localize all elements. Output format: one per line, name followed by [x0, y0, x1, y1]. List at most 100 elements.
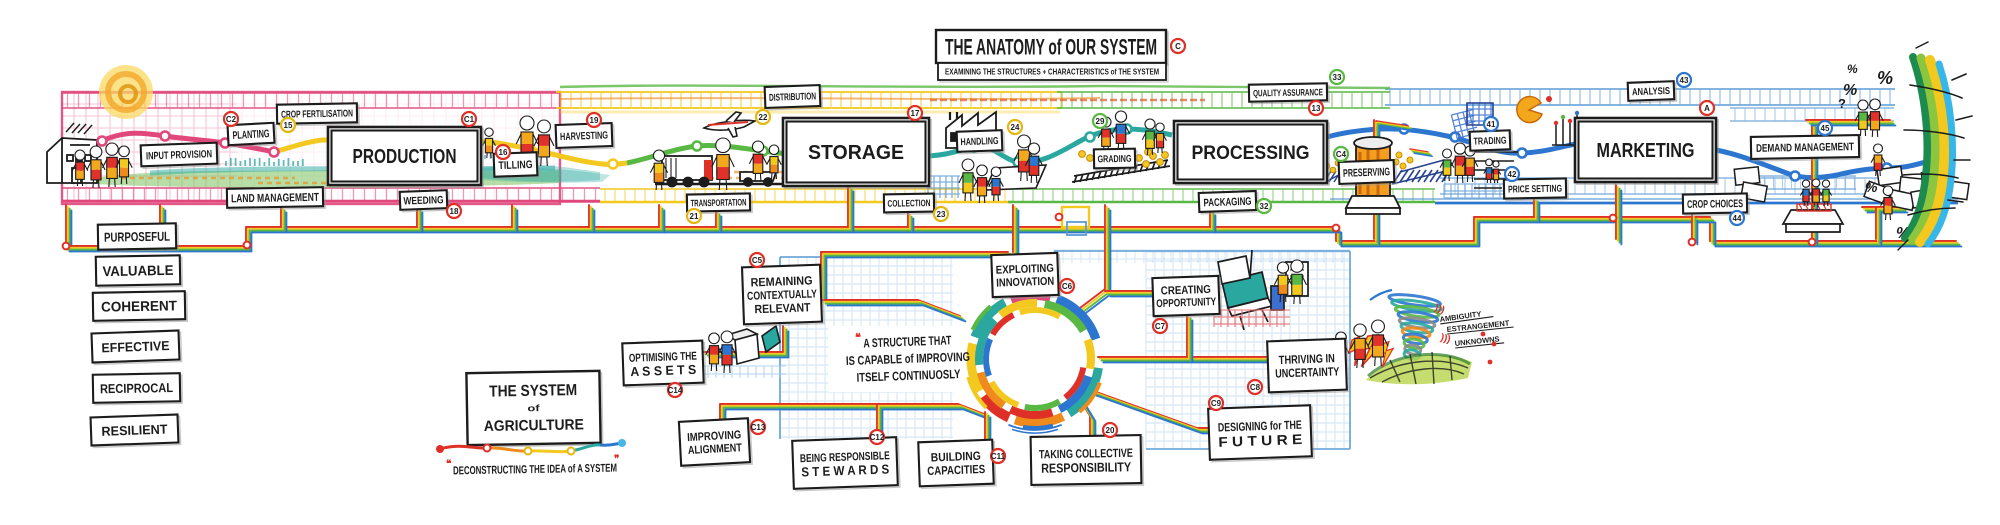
svg-text:C2: C2 — [226, 115, 237, 124]
svg-text:WEEDING: WEEDING — [403, 194, 443, 207]
svg-text:EFFECTIVE: EFFECTIVE — [101, 338, 170, 355]
svg-text:15: 15 — [284, 121, 293, 130]
svg-text:EXAMINING THE STRUCTURES + CHA: EXAMINING THE STRUCTURES + CHARACTERISTI… — [945, 67, 1159, 77]
svg-text:%: % — [1843, 82, 1857, 99]
svg-text:REMAINING: REMAINING — [750, 273, 812, 289]
svg-text:C: C — [1175, 42, 1181, 51]
svg-text:HARVESTING: HARVESTING — [560, 129, 608, 143]
svg-text:ITSELF CONTINUOSLY: ITSELF CONTINUOSLY — [856, 367, 961, 385]
svg-text:32: 32 — [1260, 202, 1269, 211]
svg-text:C11: C11 — [991, 452, 1006, 461]
svg-text:GRADING: GRADING — [1097, 154, 1131, 166]
svg-text:VALUABLE: VALUABLE — [102, 262, 173, 279]
svg-text:A: A — [1704, 104, 1710, 113]
svg-text:CAPACITIES: CAPACITIES — [927, 462, 985, 478]
svg-text:DISTRIBUTION: DISTRIBUTION — [769, 91, 816, 104]
svg-text:29: 29 — [1096, 117, 1105, 126]
svg-text:IS CAPABLE of IMPROVING: IS CAPABLE of IMPROVING — [846, 350, 970, 368]
svg-text:C12: C12 — [870, 433, 885, 442]
svg-text:RELEVANT: RELEVANT — [754, 300, 811, 316]
svg-text:20: 20 — [1106, 426, 1115, 435]
svg-text:C13: C13 — [751, 423, 766, 432]
svg-text:TRADING: TRADING — [1473, 136, 1507, 148]
svg-text:DEMAND MANAGEMENT: DEMAND MANAGEMENT — [1756, 141, 1854, 155]
svg-text:17: 17 — [911, 109, 920, 118]
svg-text:CREATING: CREATING — [1161, 284, 1211, 298]
svg-text:CONTEXTUALLY: CONTEXTUALLY — [747, 288, 818, 302]
svg-text:C1: C1 — [464, 115, 475, 124]
svg-text:18: 18 — [450, 207, 459, 216]
svg-text:RECIPROCAL: RECIPROCAL — [100, 380, 173, 396]
svg-text:PACKAGING: PACKAGING — [1203, 196, 1251, 210]
svg-text:16: 16 — [499, 148, 508, 157]
svg-text:RESILIENT: RESILIENT — [101, 422, 168, 439]
svg-text:ALIGNMENT: ALIGNMENT — [688, 442, 743, 457]
svg-text:THE ANATOMY of OUR SYSTEM: THE ANATOMY of OUR SYSTEM — [945, 34, 1157, 59]
svg-text:COHERENT: COHERENT — [101, 297, 178, 314]
svg-text:?: ? — [1838, 96, 1846, 111]
svg-text:PRODUCTION: PRODUCTION — [353, 146, 457, 168]
svg-text:42: 42 — [1508, 170, 1517, 179]
svg-text:45: 45 — [1821, 124, 1830, 133]
svg-text:BUILDING: BUILDING — [931, 449, 981, 465]
svg-text:PLANTING: PLANTING — [232, 128, 270, 142]
svg-text:of: of — [527, 403, 541, 413]
svg-text:43: 43 — [1680, 76, 1689, 85]
svg-text:19: 19 — [590, 116, 599, 125]
svg-text:C7: C7 — [1155, 322, 1166, 331]
svg-text:22: 22 — [759, 113, 768, 122]
svg-text:PROCESSING: PROCESSING — [1192, 143, 1310, 164]
svg-text:F U T U R E: F U T U R E — [1218, 431, 1303, 450]
svg-text:PRESERVING: PRESERVING — [1343, 166, 1390, 180]
svg-text:COLLECTION: COLLECTION — [887, 198, 930, 210]
svg-text:41: 41 — [1487, 120, 1496, 129]
svg-text:BEING RESPONSIBLE: BEING RESPONSIBLE — [800, 450, 891, 465]
svg-text:MARKETING: MARKETING — [1597, 140, 1695, 162]
svg-text:THRIVING IN: THRIVING IN — [1279, 351, 1335, 367]
svg-text:ANALYSIS: ANALYSIS — [1632, 86, 1671, 98]
svg-text:C5: C5 — [752, 256, 763, 265]
svg-text:PRICE SETTING: PRICE SETTING — [1508, 184, 1562, 196]
svg-text:UNCERTAINTY: UNCERTAINTY — [1275, 364, 1339, 380]
svg-text:EXPLOITING: EXPLOITING — [996, 263, 1054, 277]
svg-text:❝: ❝ — [855, 332, 861, 344]
svg-text:))): ))) — [1433, 302, 1446, 316]
svg-text:OPTIMISING THE: OPTIMISING THE — [629, 351, 698, 365]
svg-text:))): ))) — [1439, 332, 1452, 345]
svg-text:STORAGE: STORAGE — [808, 142, 904, 164]
svg-text:C14: C14 — [668, 386, 683, 395]
svg-text:S T E W A R D S: S T E W A R D S — [801, 461, 890, 479]
svg-text:❞: ❞ — [614, 454, 619, 465]
svg-text:DECONSTRUCTING THE IDEA of A S: DECONSTRUCTING THE IDEA of A SYSTEM — [453, 463, 617, 478]
svg-text:PURPOSEFUL: PURPOSEFUL — [104, 229, 170, 245]
svg-text:%: % — [1865, 179, 1878, 195]
svg-text:INNOVATION: INNOVATION — [996, 276, 1054, 290]
svg-text:OPPORTUNITY: OPPORTUNITY — [1156, 296, 1217, 310]
svg-text:33: 33 — [1333, 73, 1342, 82]
svg-text:DESIGNING for THE: DESIGNING for THE — [1218, 418, 1302, 435]
svg-text:13: 13 — [1312, 104, 1321, 113]
svg-text:%: % — [1847, 62, 1858, 76]
svg-text:TILLING: TILLING — [498, 159, 532, 172]
svg-text:QUALITY ASSURANCE: QUALITY ASSURANCE — [1253, 87, 1323, 99]
svg-text:IMPROVING: IMPROVING — [687, 429, 742, 444]
svg-text:C9: C9 — [1211, 399, 1222, 408]
svg-text:C6: C6 — [1062, 282, 1073, 291]
svg-text:21: 21 — [690, 212, 699, 221]
svg-text:AGRICULTURE: AGRICULTURE — [484, 416, 584, 435]
svg-text:CROP FERTILISATION: CROP FERTILISATION — [281, 108, 353, 120]
svg-text:C8: C8 — [1250, 383, 1261, 392]
svg-text:TRANSPORTATION: TRANSPORTATION — [690, 197, 746, 209]
svg-text:INPUT PROVISION: INPUT PROVISION — [146, 148, 212, 162]
svg-text:C4: C4 — [1336, 150, 1347, 159]
svg-text:TAKING COLLECTIVE: TAKING COLLECTIVE — [1039, 446, 1133, 462]
svg-text:A STRUCTURE THAT: A STRUCTURE THAT — [863, 333, 952, 350]
svg-text:RESPONSIBILITY: RESPONSIBILITY — [1041, 459, 1132, 476]
svg-text:HANDLING: HANDLING — [960, 136, 999, 148]
svg-text:THE SYSTEM: THE SYSTEM — [489, 382, 577, 401]
svg-text:A S S E T S: A S S E T S — [630, 362, 697, 379]
svg-text:24: 24 — [1011, 123, 1020, 132]
svg-text:%: % — [1877, 68, 1893, 88]
svg-text:23: 23 — [937, 210, 946, 219]
svg-text:44: 44 — [1733, 214, 1742, 223]
